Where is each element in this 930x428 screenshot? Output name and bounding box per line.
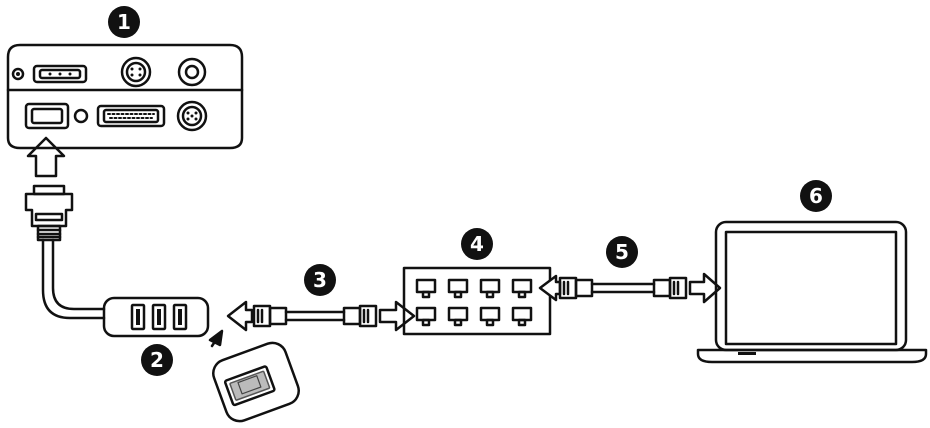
rj45-plug-icon bbox=[358, 304, 378, 328]
rj45-plug-icon bbox=[668, 276, 688, 300]
led-icon bbox=[73, 108, 89, 124]
switch-port-icon bbox=[415, 278, 437, 294]
switch-port-icon bbox=[447, 306, 469, 322]
callout-4: 4 bbox=[461, 228, 493, 260]
device-unit bbox=[6, 43, 244, 150]
up-arrow-icon bbox=[26, 136, 66, 178]
network-switch bbox=[402, 266, 552, 336]
rj45-detail-inset bbox=[212, 341, 300, 423]
callout-6: 6 bbox=[800, 180, 832, 212]
switch-port-icon bbox=[511, 278, 533, 294]
usb-port-icon bbox=[130, 303, 146, 331]
switch-port-icon bbox=[415, 306, 437, 322]
usb-adapter bbox=[102, 296, 210, 338]
callout-number: 1 bbox=[117, 10, 131, 34]
callout-number: 6 bbox=[809, 184, 823, 208]
left-arrow-icon bbox=[226, 300, 254, 332]
callout-number: 5 bbox=[615, 240, 629, 264]
callout-2: 2 bbox=[141, 344, 173, 376]
vga-port-icon bbox=[24, 102, 70, 130]
ethernet-cable-a bbox=[252, 304, 378, 328]
callout-number: 3 bbox=[313, 268, 327, 292]
left-arrow-icon bbox=[538, 274, 562, 302]
db25-port-icon bbox=[96, 104, 166, 128]
db9-port-icon bbox=[32, 64, 88, 84]
coax-port-icon bbox=[177, 57, 207, 87]
laptop bbox=[696, 220, 928, 364]
switch-port-icon bbox=[479, 278, 501, 294]
right-arrow-icon bbox=[688, 272, 722, 304]
right-arrow-icon bbox=[378, 300, 416, 332]
callout-number: 2 bbox=[150, 348, 164, 372]
switch-port-icon bbox=[447, 278, 469, 294]
callout-number: 4 bbox=[470, 232, 484, 256]
callout-5: 5 bbox=[606, 236, 638, 268]
switch-port-icon bbox=[511, 306, 533, 322]
serial-cable bbox=[41, 238, 106, 320]
circular-port-icon bbox=[176, 100, 208, 132]
round-connector-icon bbox=[120, 56, 152, 88]
callout-1: 1 bbox=[108, 6, 140, 38]
callout-3: 3 bbox=[304, 264, 336, 296]
usb-port-icon bbox=[151, 303, 167, 331]
switch-port-icon bbox=[479, 306, 501, 322]
usb-port-icon bbox=[172, 303, 188, 331]
ethernet-cable-b bbox=[558, 276, 688, 300]
screw-icon bbox=[11, 67, 25, 81]
serial-plug bbox=[24, 184, 74, 242]
